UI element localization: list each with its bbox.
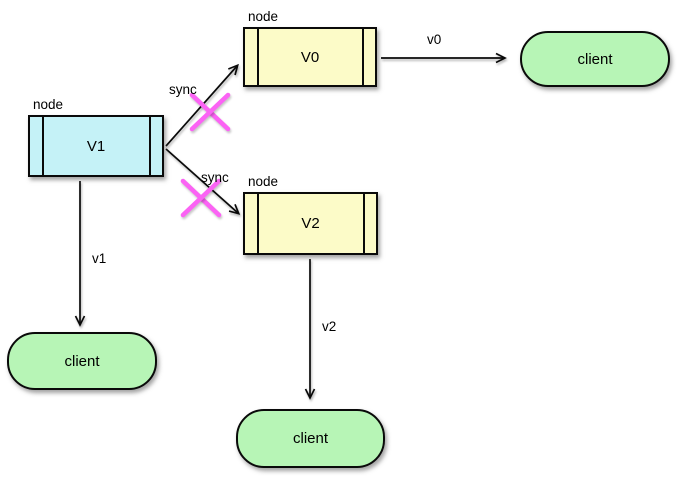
edge-label-v1: v1 xyxy=(92,251,107,266)
client-center-label: client xyxy=(292,430,329,447)
cross-icon xyxy=(189,92,231,132)
edge-label-sync-v1-v2: sync xyxy=(201,170,229,185)
compartment-line xyxy=(257,194,259,253)
edge-label-v2: v2 xyxy=(322,319,337,334)
compartment-line xyxy=(257,29,259,85)
node-v2: V2 xyxy=(243,192,378,255)
node-v0-type-label: node xyxy=(248,9,279,24)
compartment-line xyxy=(363,194,365,253)
node-group-v2: node V2 xyxy=(243,172,378,255)
client-left-label: client xyxy=(64,352,100,370)
node-v2-type-label: node xyxy=(248,174,279,189)
client-right-label: client xyxy=(577,50,613,68)
edge-label-sync-v1-v0: sync xyxy=(169,82,197,97)
compartment-line xyxy=(362,29,364,85)
node-v1-type-label: node xyxy=(33,97,64,112)
node-v2-title: V2 xyxy=(301,215,320,232)
node-group-v0: node V0 xyxy=(243,7,377,87)
client-center: client xyxy=(236,409,385,468)
compartment-line xyxy=(149,117,151,175)
cross-icon xyxy=(180,178,222,218)
node-v1-title: V1 xyxy=(86,137,106,155)
node-v1: V1 xyxy=(28,115,164,177)
client-left: client xyxy=(7,332,157,390)
node-v0: V0 xyxy=(243,27,377,87)
node-v0-title: V0 xyxy=(300,48,320,66)
client-right: client xyxy=(520,31,670,87)
edge-label-v0: v0 xyxy=(427,32,442,47)
compartment-line xyxy=(42,117,44,175)
edge-sync-v1-v2 xyxy=(165,148,241,215)
node-group-v1: node V1 xyxy=(28,95,164,177)
